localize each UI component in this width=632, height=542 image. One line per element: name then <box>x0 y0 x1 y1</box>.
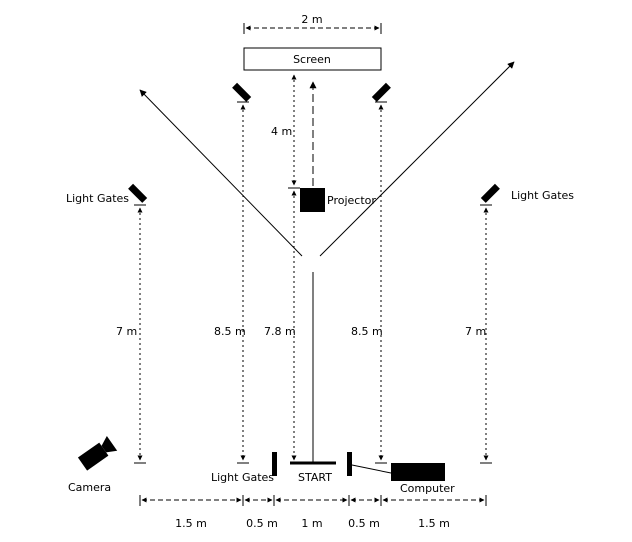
light-gates-bottom-label: Light Gates <box>211 471 274 484</box>
projector-label: Projector <box>327 194 376 207</box>
vertical-dimension-inner-left: 8.5 m <box>214 101 249 464</box>
running-paths <box>139 61 515 463</box>
light-gates-right-label: Light Gates <box>511 189 574 202</box>
light-gate-left <box>128 183 148 203</box>
projector: Projector <box>300 188 376 212</box>
distance-label-inner-right: 8.5 m <box>351 325 383 338</box>
camera-label: Camera <box>68 481 111 494</box>
screen-label: Screen <box>293 53 331 66</box>
horizontal-distance-label: 1 m <box>301 517 322 530</box>
horizontal-distance-label: 0.5 m <box>246 517 278 530</box>
vertical-dimension-outer-right: 7 m <box>465 204 492 464</box>
vertical-dimension-inner-right: 8.5 m <box>351 101 387 464</box>
light-gate-bottom-left <box>272 452 277 476</box>
computer-cable <box>351 464 392 474</box>
light-gate-top-right <box>371 82 391 102</box>
horizontal-dimensions: 1.5 m 0.5 m 1 m 0.5 m 1.5 m <box>139 495 487 530</box>
distance-label-outer-left: 7 m <box>116 325 137 338</box>
computer-icon <box>391 463 445 481</box>
screen-width-dimension: 2 m <box>243 13 382 34</box>
start-label: START <box>298 471 332 484</box>
light-gate-bottom-right <box>347 452 352 476</box>
screen-width-label: 2 m <box>301 13 322 26</box>
computer-label: Computer <box>400 482 455 495</box>
horizontal-distance-label: 0.5 m <box>348 517 380 530</box>
horizontal-distance-label: 1.5 m <box>418 517 450 530</box>
light-gate-top-left <box>232 82 252 102</box>
camera-icon <box>77 436 118 471</box>
vertical-dimension-center-upper <box>288 74 300 189</box>
distance-label-inner-left: 8.5 m <box>214 325 246 338</box>
light-gates-left-label: Light Gates <box>66 192 129 205</box>
start-line: START <box>290 461 336 484</box>
vertical-dimension-outer-left: 7 m <box>116 204 146 464</box>
distance-label-center: 7.8 m <box>264 325 296 338</box>
horizontal-distance-label: 1.5 m <box>175 517 207 530</box>
projector-distance-label: 4 m <box>271 125 292 138</box>
screen: Screen <box>243 47 382 71</box>
distance-label-outer-right: 7 m <box>465 325 486 338</box>
vertical-dimension-center: 7.8 m <box>264 190 297 461</box>
light-gate-right <box>480 183 500 203</box>
